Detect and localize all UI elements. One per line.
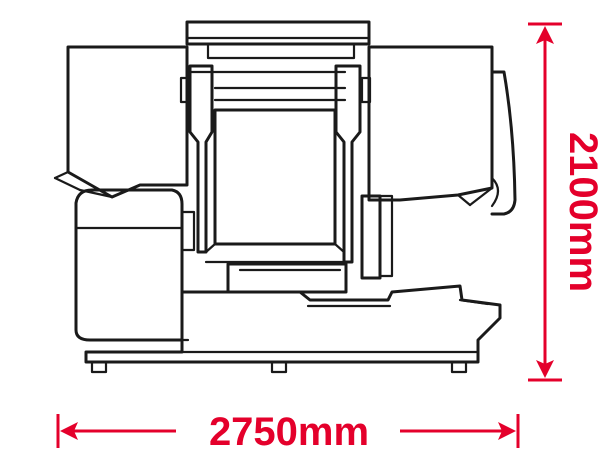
left-wheel-housing (53, 45, 191, 199)
drive-motor (490, 70, 517, 216)
vise-jaws (226, 194, 394, 294)
band-saw-machine-drawing (53, 20, 517, 374)
width-dimension-label: 2750mm (209, 410, 369, 454)
top-rail (185, 20, 371, 60)
width-arrow-left-icon (60, 422, 78, 440)
height-dimension-label: 2100mm (561, 132, 605, 292)
height-arrow-down-icon (536, 360, 554, 378)
saw-bow-frame (188, 64, 362, 264)
width-dimension: 2750mm (56, 410, 520, 454)
width-arrow-right-icon (498, 422, 516, 440)
machine-base (84, 284, 502, 364)
height-arrow-up-icon (536, 26, 554, 44)
height-dimension: 2100mm (528, 22, 610, 382)
control-cabinet (74, 188, 196, 342)
machine-feet (90, 360, 468, 374)
height-label-backdrop (560, 110, 610, 320)
right-wheel-housing (360, 45, 494, 207)
